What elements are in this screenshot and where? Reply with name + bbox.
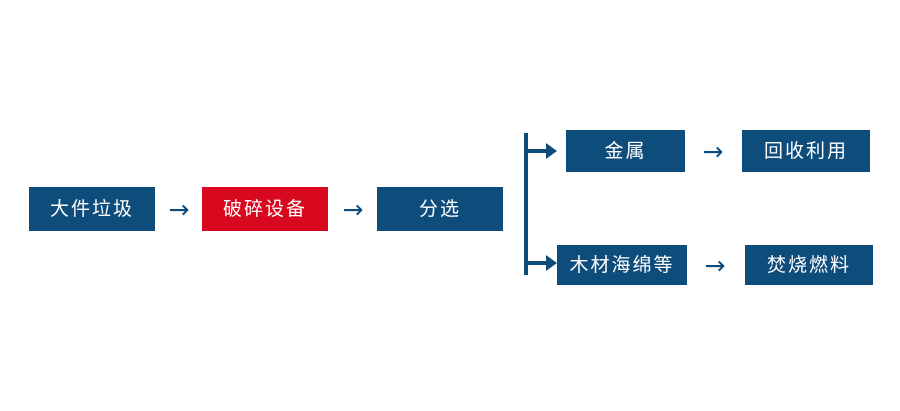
- node-sorting[interactable]: 分选: [377, 187, 503, 231]
- node-bulky-waste[interactable]: 大件垃圾: [29, 187, 155, 231]
- node-recycling[interactable]: 回收利用: [742, 130, 870, 172]
- node-crushing-equipment[interactable]: 破碎设备: [202, 187, 328, 231]
- split-bracket-trunk: [524, 133, 528, 275]
- split-bracket-lower-stem: [524, 261, 548, 265]
- split-bracket-upper-stem: [524, 149, 548, 153]
- node-incineration-fuel[interactable]: 焚烧燃料: [745, 245, 873, 285]
- arrow-crusher-to-sorting: →: [342, 194, 364, 224]
- arrow-metal-to-recycle: →: [702, 136, 724, 166]
- split-bracket-upper-arrowhead: [546, 143, 557, 159]
- arrow-waste-to-crusher: →: [168, 194, 190, 224]
- node-wood-sponge[interactable]: 木材海绵等: [557, 245, 687, 285]
- split-bracket-lower-arrowhead: [546, 255, 557, 271]
- node-metal[interactable]: 金属: [566, 130, 685, 172]
- arrow-wood-to-fuel: →: [704, 250, 726, 280]
